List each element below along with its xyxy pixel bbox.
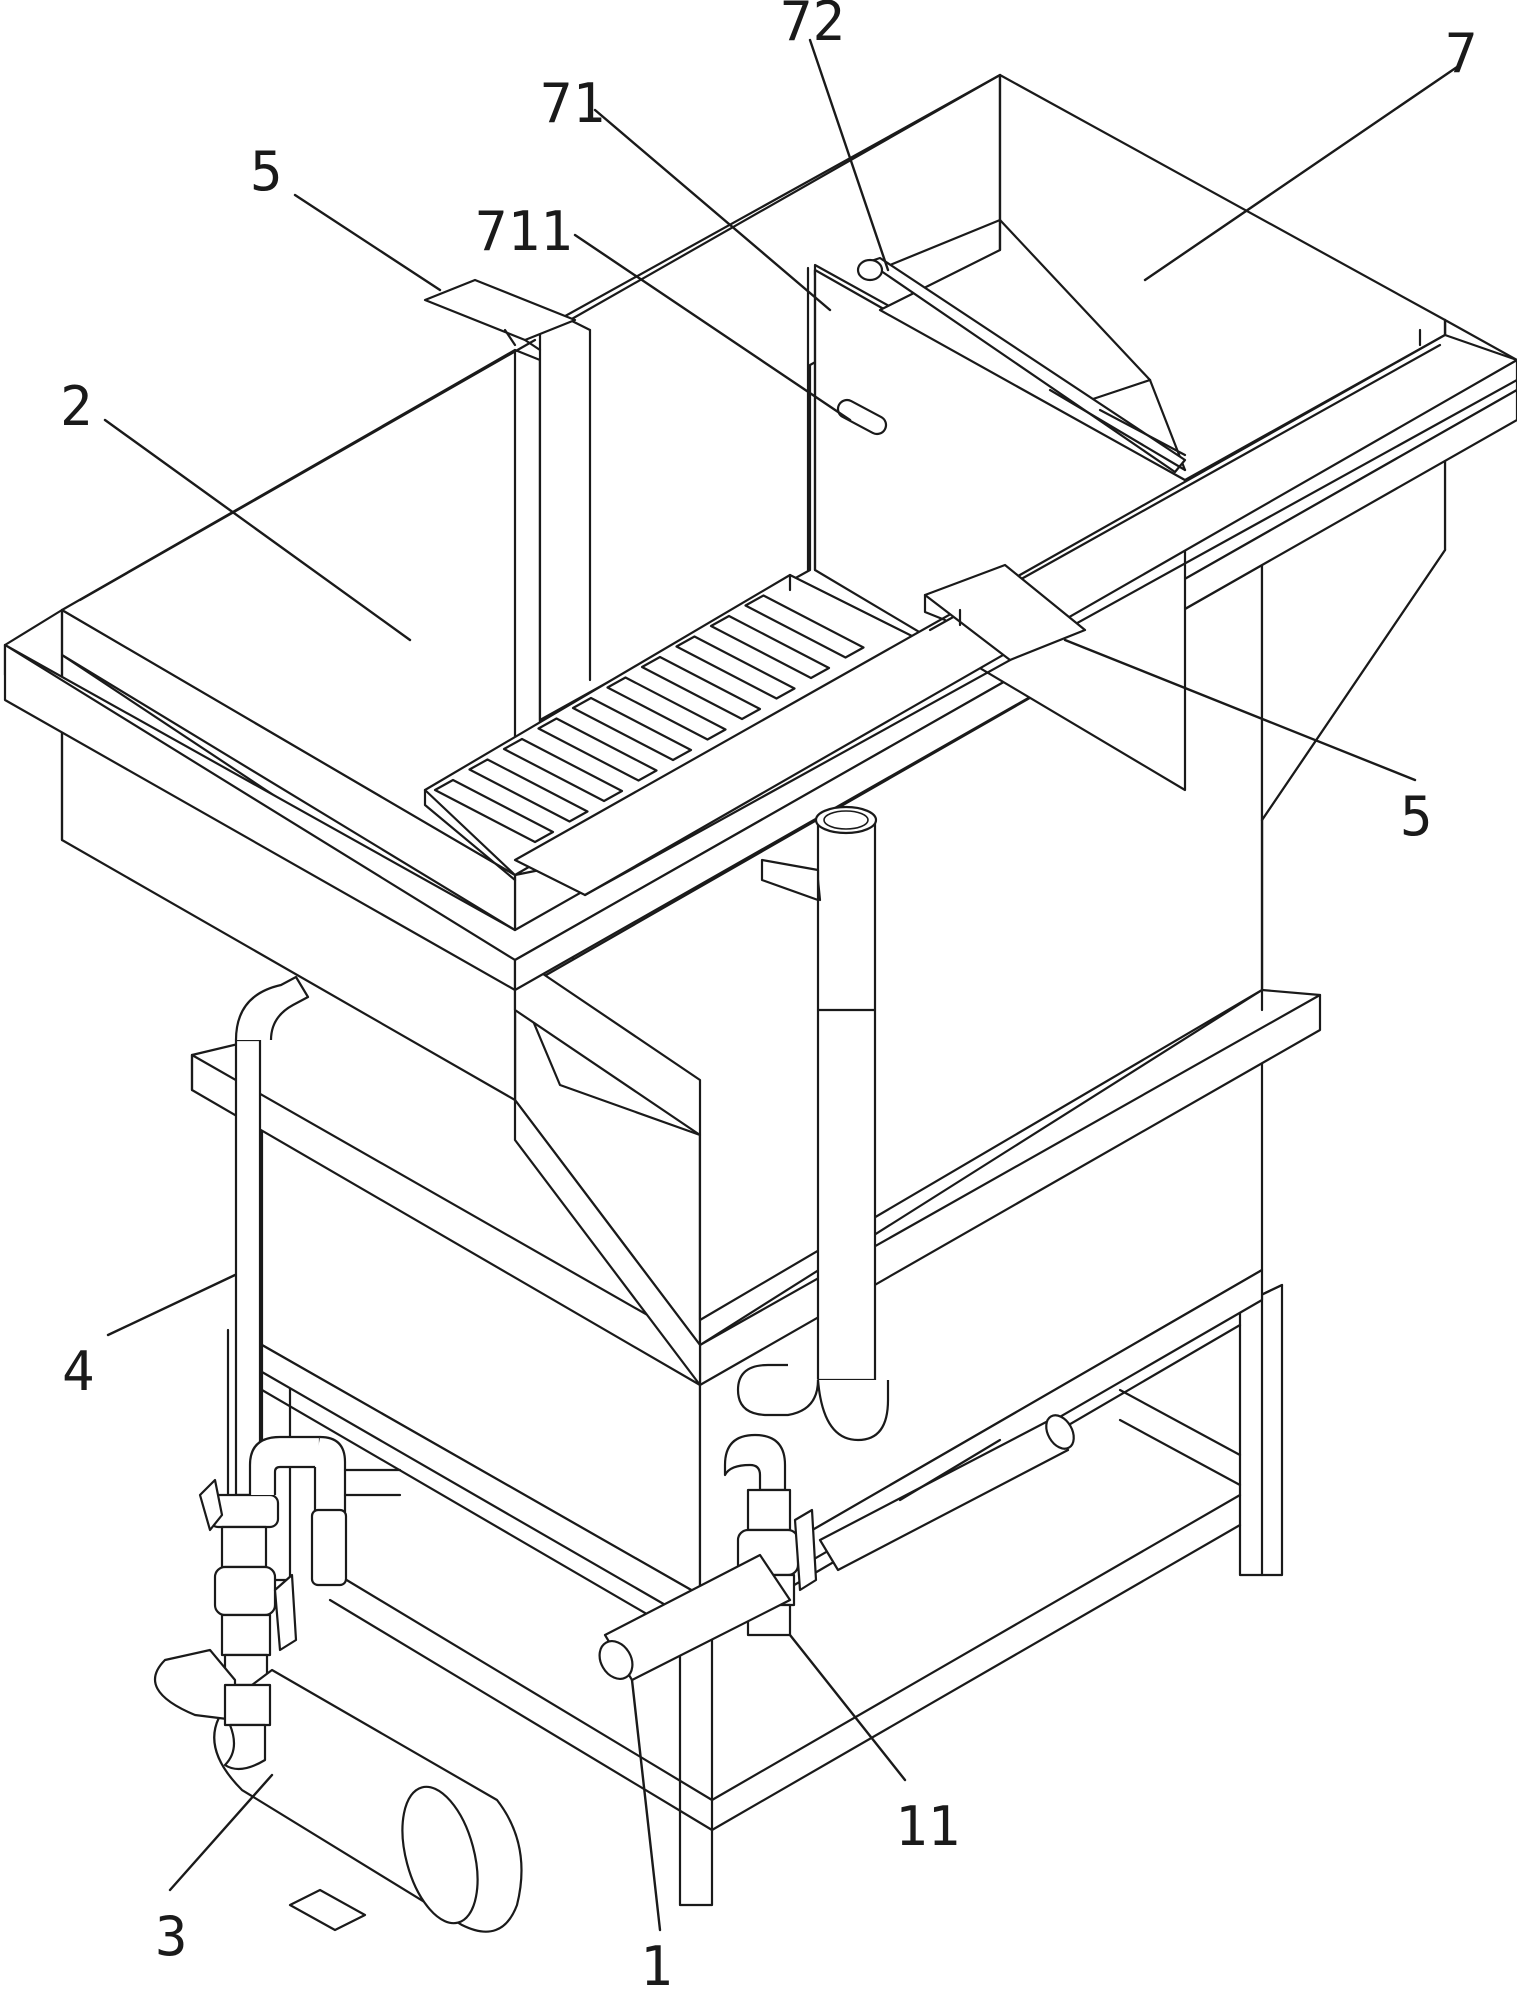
pipe-4-vertical	[234, 1038, 262, 1497]
leader-72	[808, 38, 890, 272]
pump-3	[154, 1648, 523, 1933]
label-711: 711	[475, 200, 573, 263]
grille-bar	[709, 614, 831, 680]
leader-5-top	[293, 193, 442, 292]
bracket-right-plate	[923, 563, 1087, 662]
leader-5-right	[1063, 638, 1417, 782]
label-72: 72	[780, 0, 845, 53]
pipe-4	[226, 975, 310, 1502]
leader-711	[573, 233, 852, 422]
grille-bar	[571, 696, 693, 762]
grille-bar	[606, 676, 727, 741]
pipe-vertical	[816, 818, 877, 1382]
return-pipe	[736, 805, 890, 1442]
label-11: 11	[895, 1795, 960, 1858]
grille-bar	[537, 717, 658, 782]
compartment-7	[856, 73, 1447, 482]
grille-bar	[675, 635, 796, 700]
label-7: 7	[1445, 22, 1478, 85]
leader-lines	[103, 38, 1462, 1932]
label-5-top: 5	[250, 140, 283, 203]
bracket-5-top	[423, 278, 577, 352]
label-3: 3	[155, 1905, 188, 1968]
label-1: 1	[640, 1935, 673, 1989]
grille-bar	[744, 594, 865, 659]
leader-3	[168, 1773, 274, 1892]
leader-11	[788, 1633, 907, 1782]
grille-bar	[640, 655, 762, 721]
reference-labels: 72 7 71 711 5 2 5 4 11 3 1	[60, 0, 1478, 1989]
label-5-right: 5	[1400, 785, 1433, 848]
grille-bar	[468, 758, 589, 823]
grille-bar	[433, 778, 555, 844]
front-leg	[678, 1628, 714, 1907]
label-4: 4	[62, 1340, 95, 1403]
valve-handle	[273, 1573, 298, 1652]
leader-1	[630, 1678, 662, 1932]
bracket-5-right	[923, 563, 1087, 662]
label-2: 2	[60, 375, 93, 438]
pump-foot	[288, 1888, 367, 1932]
leader-71	[593, 108, 832, 312]
slot-711	[836, 398, 888, 436]
leader-7	[1143, 63, 1462, 282]
leader-4	[106, 1273, 237, 1337]
valve-11	[598, 1414, 1075, 1682]
leader-2	[103, 418, 412, 642]
grille-bar	[502, 737, 624, 803]
left-valve-cluster	[198, 1435, 402, 1687]
filter-grille	[423, 573, 922, 882]
valve-body-lower	[213, 1565, 277, 1617]
valve-11-handle	[793, 1508, 818, 1592]
pipe-72	[866, 256, 1187, 474]
label-71: 71	[540, 72, 605, 135]
bracket-top-plate	[423, 278, 577, 342]
